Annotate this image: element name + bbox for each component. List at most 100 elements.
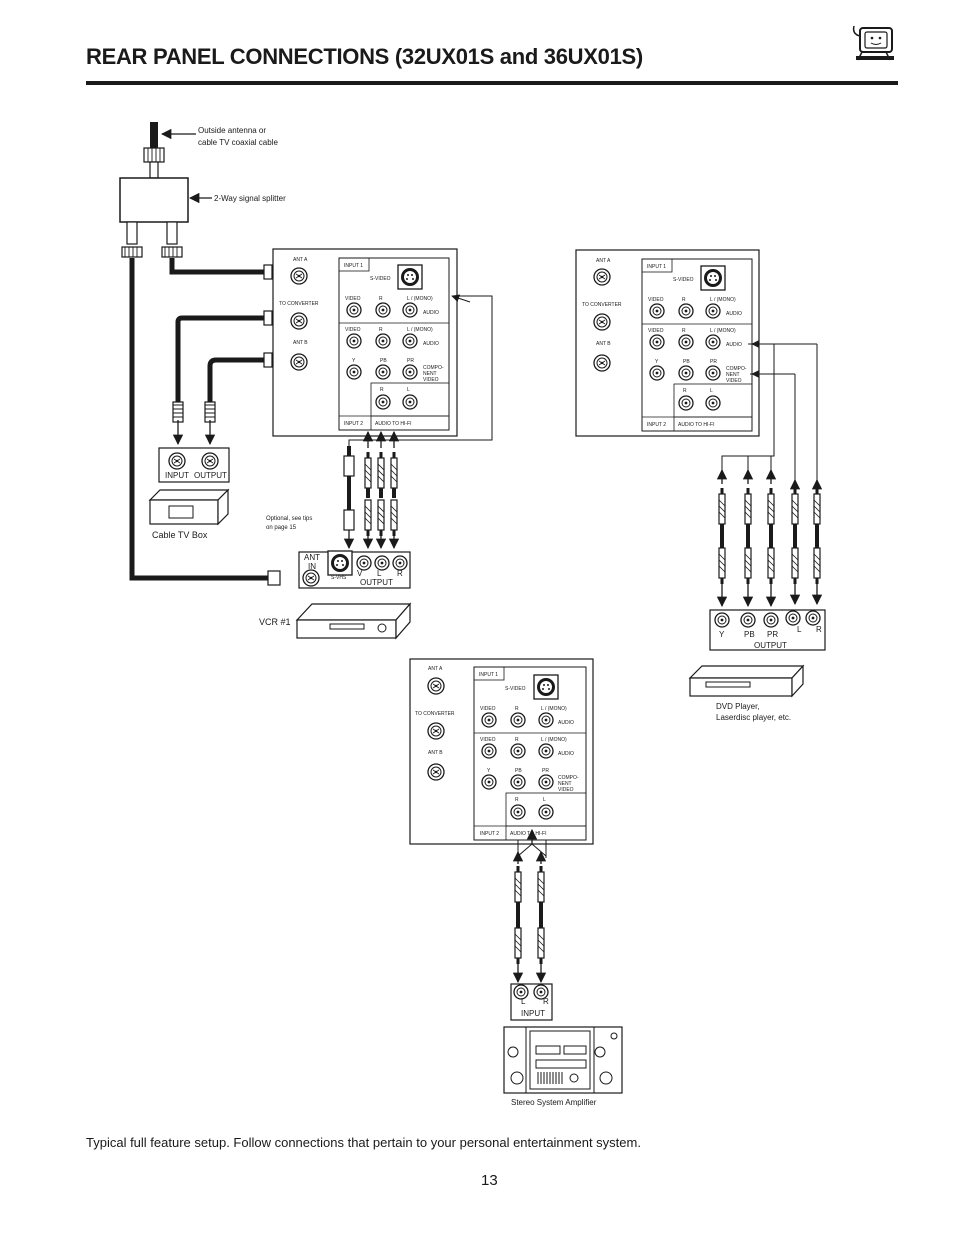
svg-text:NENT: NENT bbox=[726, 372, 740, 378]
tv-rear-panel-2: ANT A TO CONVERTER ANT B INPUT 1 S-VIDEO… bbox=[575, 249, 760, 437]
svg-text:R: R bbox=[816, 625, 822, 634]
svg-text:R: R bbox=[380, 387, 384, 393]
svg-text:ANT A: ANT A bbox=[428, 666, 443, 672]
svg-text:AUDIO TO HI-FI: AUDIO TO HI-FI bbox=[510, 831, 546, 837]
svg-text:R: R bbox=[379, 296, 383, 302]
svg-text:AUDIO: AUDIO bbox=[558, 751, 574, 757]
svg-text:IN: IN bbox=[308, 562, 316, 571]
cablebox-input-label: INPUT bbox=[165, 471, 189, 480]
optional-label-line1: Optional, see tips bbox=[266, 516, 312, 522]
page-title: REAR PANEL CONNECTIONS (32UX01S and 36UX… bbox=[86, 44, 643, 69]
stereo-name: Stereo System Amplifier bbox=[511, 1098, 597, 1107]
stereo-amplifier-device bbox=[503, 1026, 623, 1094]
svg-text:ANT B: ANT B bbox=[428, 750, 443, 756]
svg-text:R: R bbox=[682, 328, 686, 334]
svg-text:VIDEO: VIDEO bbox=[648, 328, 664, 334]
antenna-label-line1: Outside antenna or bbox=[198, 126, 266, 135]
cablebox-output-label: OUTPUT bbox=[194, 471, 227, 480]
svg-text:AUDIO TO HI-FI: AUDIO TO HI-FI bbox=[375, 421, 411, 427]
dvd-label-line1: DVD Player, bbox=[716, 702, 760, 711]
tv-rear-panel-3: ANT A TO CONVERTER ANT B INPUT 1 S-VIDEO… bbox=[409, 658, 594, 845]
tv-mascot-icon bbox=[852, 25, 894, 61]
svg-text:PB: PB bbox=[683, 359, 690, 365]
svg-text:R: R bbox=[515, 737, 519, 743]
signal-splitter bbox=[119, 177, 189, 223]
svg-text:OUTPUT: OUTPUT bbox=[754, 641, 787, 650]
stereo-cables bbox=[512, 828, 547, 984]
svg-text:PR: PR bbox=[407, 358, 414, 364]
svg-text:INPUT 1: INPUT 1 bbox=[479, 672, 498, 678]
svg-text:Y: Y bbox=[719, 630, 725, 639]
dvd-device bbox=[688, 664, 805, 698]
antenna-cable bbox=[143, 122, 165, 179]
splitter-label: 2-Way signal splitter bbox=[214, 194, 286, 203]
svg-text:PR: PR bbox=[542, 768, 549, 774]
svg-text:AUDIO: AUDIO bbox=[558, 720, 574, 726]
coax-cables bbox=[129, 258, 270, 581]
svg-text:COMPO-: COMPO- bbox=[558, 775, 579, 781]
svg-text:AUDIO: AUDIO bbox=[726, 342, 742, 348]
vcr-device bbox=[295, 602, 412, 640]
svg-text:R: R bbox=[683, 388, 687, 394]
svg-text:L: L bbox=[377, 569, 382, 578]
svg-text:INPUT 2: INPUT 2 bbox=[344, 421, 363, 427]
svg-text:S-VIDEO: S-VIDEO bbox=[370, 276, 391, 282]
svg-text:VIDEO: VIDEO bbox=[423, 377, 439, 383]
vcr-name: VCR #1 bbox=[259, 617, 291, 627]
svg-text:L / (MONO): L / (MONO) bbox=[541, 737, 567, 743]
svg-text:PB: PB bbox=[744, 630, 755, 639]
svg-text:S-VIDEO: S-VIDEO bbox=[505, 686, 526, 692]
svg-text:INPUT 2: INPUT 2 bbox=[480, 831, 499, 837]
svg-text:TO CONVERTER: TO CONVERTER bbox=[582, 302, 622, 308]
cable-tv-box: INPUT OUTPUT Cable TV Box bbox=[148, 447, 230, 540]
svg-text:L: L bbox=[407, 387, 410, 393]
svg-text:COMPO-: COMPO- bbox=[726, 366, 747, 372]
svg-text:ANT: ANT bbox=[304, 553, 320, 562]
svg-text:VIDEO: VIDEO bbox=[558, 787, 574, 793]
svg-text:L: L bbox=[797, 625, 802, 634]
svg-text:VIDEO: VIDEO bbox=[648, 297, 664, 303]
svg-text:Y: Y bbox=[655, 359, 659, 365]
svg-text:INPUT 2: INPUT 2 bbox=[647, 422, 666, 428]
svg-text:NENT: NENT bbox=[423, 371, 437, 377]
svg-text:INPUT 1: INPUT 1 bbox=[647, 264, 666, 270]
svg-text:VIDEO: VIDEO bbox=[726, 378, 742, 384]
svg-text:PR: PR bbox=[767, 630, 778, 639]
svg-text:NENT: NENT bbox=[558, 781, 572, 787]
dvd-output-panel: Y PB PR L R OUTPUT bbox=[709, 609, 826, 651]
svg-text:ANT A: ANT A bbox=[596, 258, 611, 264]
svg-text:ANT A: ANT A bbox=[293, 257, 308, 263]
svg-text:R: R bbox=[543, 997, 549, 1006]
svg-text:ANT B: ANT B bbox=[596, 341, 611, 347]
vcr-return-line bbox=[348, 295, 493, 446]
antenna-label-line2: cable TV coaxial cable bbox=[198, 138, 278, 147]
tv-rear-panel-1: ANT A TO CONVERTER ANT B INPUT 1 S-VIDEO… bbox=[272, 248, 458, 437]
svg-text:L / (MONO): L / (MONO) bbox=[541, 706, 567, 712]
vcr-cables bbox=[343, 430, 400, 550]
dvd-label-line2: Laserdisc player, etc. bbox=[716, 713, 791, 722]
svg-text:L / (MONO): L / (MONO) bbox=[710, 328, 736, 334]
svg-text:VIDEO: VIDEO bbox=[480, 737, 496, 743]
svg-text:TO CONVERTER: TO CONVERTER bbox=[415, 711, 455, 717]
svg-text:PB: PB bbox=[515, 768, 522, 774]
svg-text:Y: Y bbox=[487, 768, 491, 774]
svg-text:VIDEO: VIDEO bbox=[345, 296, 361, 302]
page-number: 13 bbox=[481, 1172, 498, 1189]
svg-text:S-VHS: S-VHS bbox=[331, 575, 347, 581]
svg-text:PR: PR bbox=[710, 359, 717, 365]
svg-text:AUDIO: AUDIO bbox=[726, 311, 742, 317]
svg-text:INPUT 1: INPUT 1 bbox=[344, 263, 363, 269]
svg-text:ANT B: ANT B bbox=[293, 340, 308, 346]
svg-text:Y: Y bbox=[352, 358, 356, 364]
svg-text:AUDIO TO HI-FI: AUDIO TO HI-FI bbox=[678, 422, 714, 428]
svg-text:PB: PB bbox=[380, 358, 387, 364]
vcr-output-panel: ANT IN S-VHS V L R OUTPUT bbox=[298, 550, 411, 589]
svg-text:R: R bbox=[682, 297, 686, 303]
svg-text:R: R bbox=[515, 706, 519, 712]
caption: Typical full feature setup. Follow conne… bbox=[86, 1135, 641, 1150]
svg-text:L: L bbox=[521, 997, 526, 1006]
svg-text:S-VIDEO: S-VIDEO bbox=[673, 277, 694, 283]
optional-label-line2: on page 15 bbox=[266, 525, 297, 531]
svg-text:L: L bbox=[710, 388, 713, 394]
svg-text:L / (MONO): L / (MONO) bbox=[407, 296, 433, 302]
